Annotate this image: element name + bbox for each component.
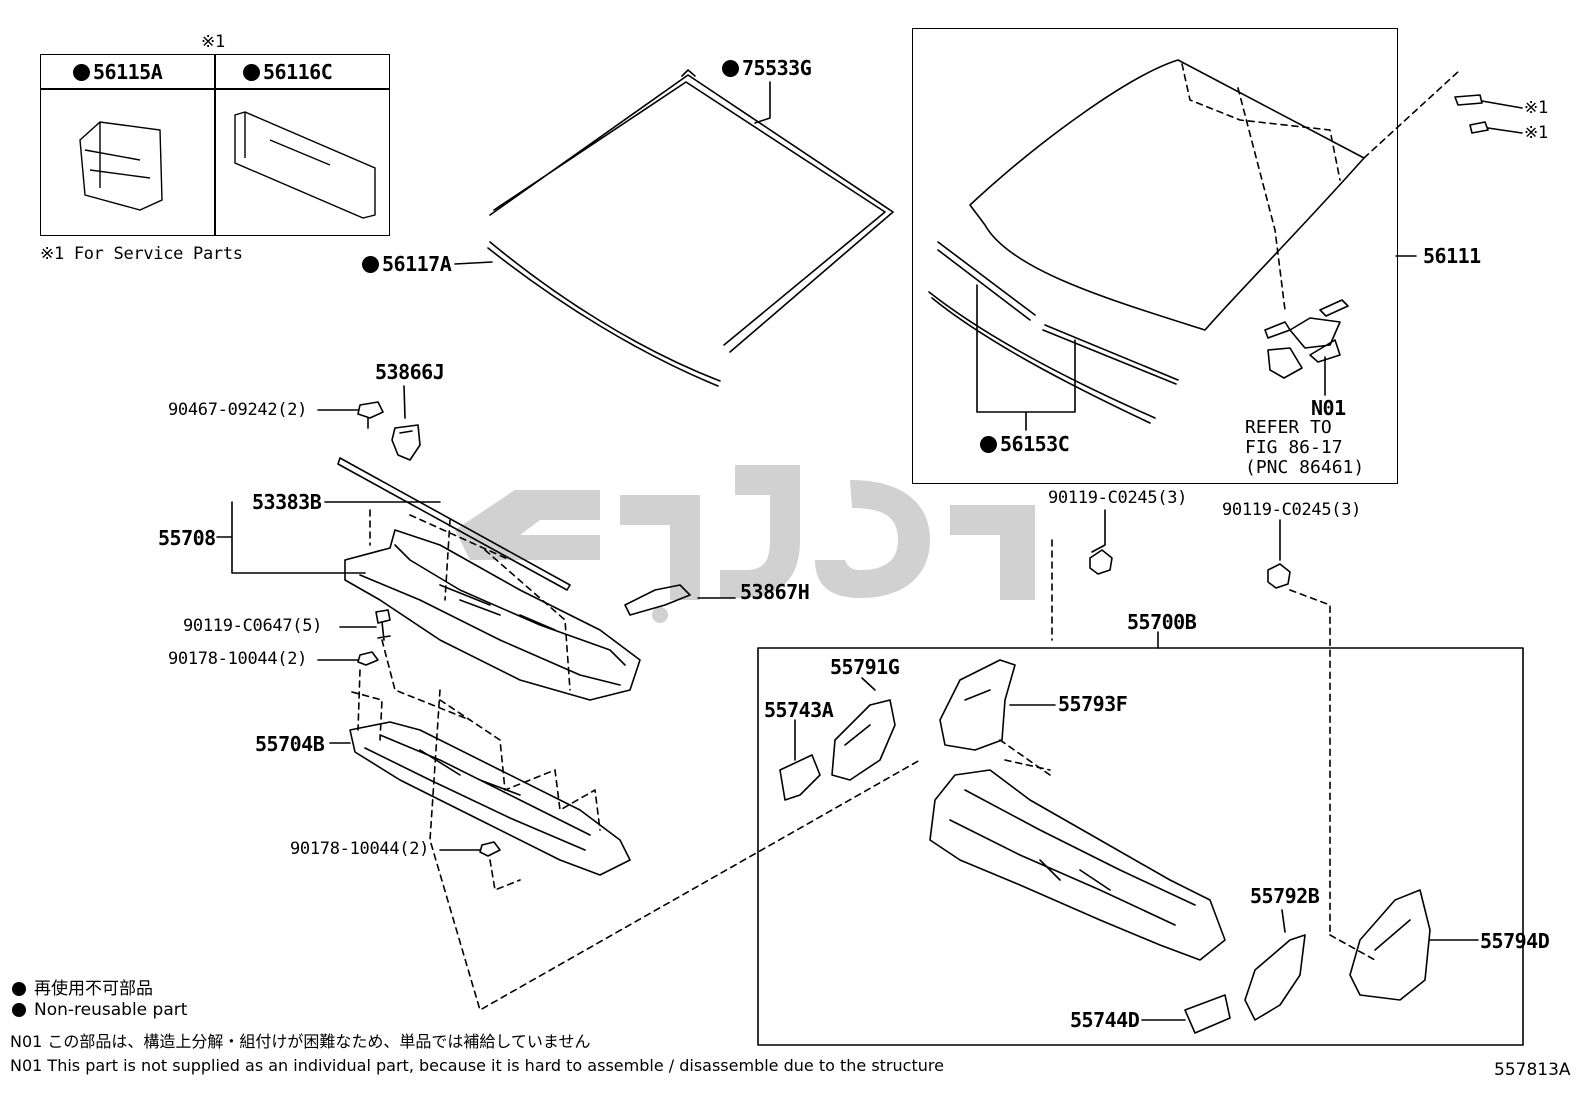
part-label-90467-09242[interactable]: 90467-09242(2) — [168, 400, 308, 420]
bracket-55791G — [831, 699, 896, 781]
part-label-90178-10044-upper[interactable]: 90178-10044(2) — [168, 649, 308, 669]
part-label-55744D[interactable]: 55744D — [1070, 1008, 1140, 1032]
nonreusable-dot-icon — [362, 256, 379, 273]
part-label-55743A[interactable]: 55743A — [764, 698, 834, 722]
sensor-bracket-parts — [1264, 299, 1349, 379]
part-number: 75533G — [742, 56, 812, 80]
part-number: 56116C — [263, 60, 333, 84]
part-label-55794D[interactable]: 55794D — [1480, 929, 1550, 953]
bolt-90119-C0647 — [375, 609, 391, 641]
clip-90467 — [357, 401, 384, 429]
part-number: 56117A — [382, 252, 452, 276]
watermark-logo — [455, 465, 1035, 623]
figure-id: 557813A — [1494, 1060, 1571, 1080]
windshield-upper-moulding — [489, 74, 894, 353]
service-mark-1: ※1 — [1524, 98, 1548, 118]
part-label-90119-C0647[interactable]: 90119-C0647(5) — [183, 616, 323, 636]
windshield-group-frame — [912, 28, 1398, 484]
refer-to-figure-note[interactable]: REFER TO FIG 86-17 (PNC 86461) — [1245, 417, 1365, 478]
bolt-90119-C0245-b — [1267, 563, 1291, 589]
note-nonreusable-en: Non-reusable part — [12, 1000, 187, 1020]
bracket-55793F — [939, 659, 1016, 751]
bracket-55794D — [1349, 889, 1431, 1001]
part-number: 56115A — [93, 60, 163, 84]
part-label-55704B[interactable]: 55704B — [255, 732, 325, 756]
legend-header-mark: ※1 — [201, 32, 225, 52]
part-label-56111[interactable]: 56111 — [1423, 244, 1481, 268]
clip-53866J — [391, 424, 421, 461]
bracket-53867H — [624, 584, 691, 616]
part-label-55792B[interactable]: 55792B — [1250, 884, 1320, 908]
cowl-top-panel — [344, 529, 641, 701]
spacer-56116C-drawing — [234, 111, 376, 219]
bracket-55743A — [779, 754, 821, 801]
part-label-90119-C0245-right[interactable]: 90119-C0245(3) — [1222, 500, 1362, 520]
legend-footnote: ※1 For Service Parts — [40, 244, 243, 264]
cowl-assembly-panel — [929, 769, 1226, 961]
part-label-90119-C0245-left[interactable]: 90119-C0245(3) — [1048, 488, 1188, 508]
nut-90178-b — [479, 841, 501, 857]
note-text: Non-reusable part — [34, 1000, 188, 1020]
bracket-55792B — [1244, 934, 1306, 1021]
part-label-55793F[interactable]: 55793F — [1058, 692, 1128, 716]
legend-item-56115A: 56115A — [73, 60, 163, 84]
windshield-lower-moulding — [487, 241, 721, 387]
seal-53383B — [337, 457, 571, 591]
part-label-90178-10044-lower[interactable]: 90178-10044(2) — [290, 839, 430, 859]
part-label-53383B[interactable]: 53383B — [252, 490, 322, 514]
nonreusable-dot-icon — [12, 1003, 26, 1017]
part-label-75533G[interactable]: 75533G — [722, 56, 812, 80]
bolt-90119-C0245-a — [1089, 549, 1113, 575]
note-n01-ja: N01 この部品は、構造上分解・組付けが困難なため、単品では補給していません — [10, 1032, 591, 1051]
legend-item-56116C: 56116C — [243, 60, 333, 84]
part-label-56153C[interactable]: 56153C — [980, 432, 1070, 456]
nonreusable-dot-icon — [243, 64, 260, 81]
part-label-55700B[interactable]: 55700B — [1127, 610, 1197, 634]
windshield-glass — [969, 59, 1365, 331]
nonreusable-dot-icon — [12, 982, 26, 996]
part-label-55791G[interactable]: 55791G — [830, 655, 900, 679]
nonreusable-dot-icon — [722, 60, 739, 77]
part-label-53867H[interactable]: 53867H — [740, 580, 810, 604]
part-label-55708[interactable]: 55708 — [158, 526, 216, 550]
legend-col-divider — [214, 54, 216, 236]
bracket-55744D — [1184, 994, 1231, 1034]
assembly-box-55700B — [757, 647, 1524, 1046]
part-number: 56153C — [1000, 432, 1070, 456]
note-text: 再使用不可部品 — [34, 979, 153, 999]
note-nonreusable-ja: 再使用不可部品 — [12, 974, 153, 999]
part-label-53866J[interactable]: 53866J — [375, 360, 445, 384]
service-mark-2: ※1 — [1524, 123, 1548, 143]
clip-56115A-drawing — [79, 121, 163, 211]
nut-90178-a — [357, 651, 379, 666]
note-n01-en: N01 This part is not supplied as an indi… — [10, 1056, 944, 1075]
part-label-N01[interactable]: N01 — [1311, 396, 1346, 420]
part-label-56117A[interactable]: 56117A — [362, 252, 452, 276]
nonreusable-dot-icon — [980, 436, 997, 453]
cowl-lower-panel — [349, 721, 631, 876]
nonreusable-dot-icon — [73, 64, 90, 81]
